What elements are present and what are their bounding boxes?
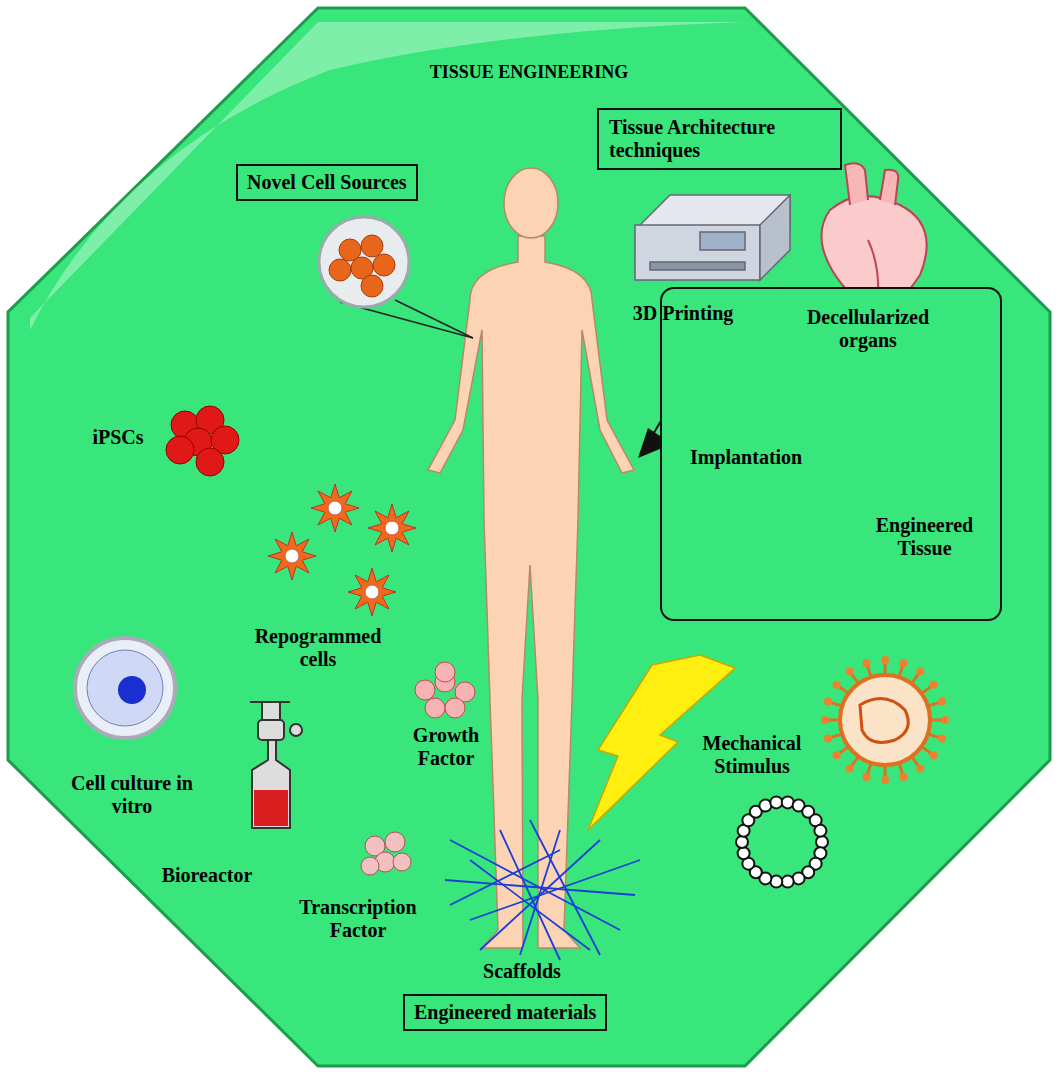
- diagram-title: TISSUE ENGINEERING: [430, 62, 629, 83]
- item-label: Mechanical Stimulus: [677, 732, 827, 778]
- virus-core: [860, 699, 908, 743]
- box-text: Implantation: [690, 446, 840, 469]
- item-label: Repogrammed cells: [243, 625, 393, 671]
- virus-knob: [900, 659, 908, 667]
- virus-knob: [930, 751, 938, 759]
- virus-body: [840, 675, 930, 765]
- label-box: ImplantationEngineered Tissue: [660, 287, 1002, 621]
- box-text: Engineered Tissue: [857, 514, 992, 560]
- box-text: Novel Cell Sources: [247, 171, 407, 194]
- item-label: Growth Factor: [398, 724, 494, 770]
- item-label: Scaffolds: [467, 960, 577, 983]
- ring-bead: [814, 825, 826, 837]
- cell-nucleus: [365, 585, 379, 599]
- cell-nucleus: [285, 549, 299, 563]
- virus-knob: [824, 697, 832, 705]
- virus-knob: [824, 735, 832, 743]
- item-label: Bioreactor: [147, 864, 267, 887]
- cell-nucleus: [385, 521, 399, 535]
- item-label: Cell culture in vitro: [62, 772, 202, 818]
- ring-bead: [782, 876, 794, 888]
- ring-bead: [770, 796, 782, 808]
- virus-knob: [941, 716, 949, 724]
- label-box: Novel Cell Sources: [236, 164, 418, 201]
- box-text: Engineered materials: [414, 1001, 596, 1024]
- virus-knob: [862, 773, 870, 781]
- virus-knob: [862, 659, 870, 667]
- virus-knob: [846, 765, 854, 773]
- item-label: 3D Printing: [628, 302, 738, 325]
- virus-knob: [938, 735, 946, 743]
- item-label: Transcription Factor: [283, 896, 433, 942]
- reprogrammed-cell: [368, 504, 416, 552]
- virus-knob: [930, 681, 938, 689]
- item-label: iPSCs: [73, 426, 163, 449]
- reprogrammed-cell: [311, 484, 359, 532]
- box-text: Tissue Architecture techniques: [609, 116, 830, 162]
- virus-knob: [881, 656, 889, 664]
- virus-knob: [900, 773, 908, 781]
- item-label: Decellularized organs: [788, 306, 948, 352]
- label-box: Engineered materials: [403, 994, 607, 1031]
- reprogrammed-cell: [348, 568, 396, 616]
- virus-knob: [821, 716, 829, 724]
- virus-knob: [832, 681, 840, 689]
- ring-bead: [738, 847, 750, 859]
- virus-knob: [881, 776, 889, 784]
- virus-knob: [832, 751, 840, 759]
- reprogrammed-cell: [268, 532, 316, 580]
- label-box: Tissue Architecture techniques: [597, 108, 842, 170]
- virus-knob: [916, 765, 924, 773]
- ring-bead: [816, 836, 828, 848]
- virus-knob: [916, 667, 924, 675]
- ring-bead: [736, 836, 748, 848]
- cell-nucleus: [328, 501, 342, 515]
- virus-knob: [938, 697, 946, 705]
- virus-knob: [846, 667, 854, 675]
